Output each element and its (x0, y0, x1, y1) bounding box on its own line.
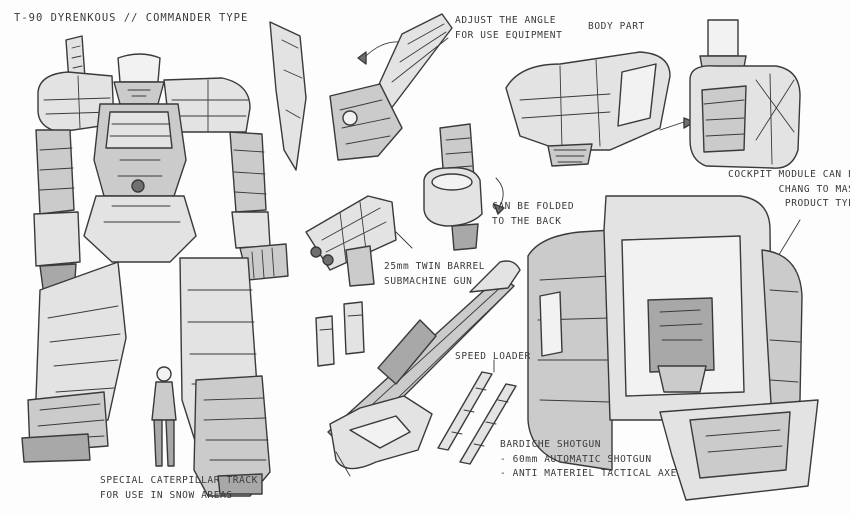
sheet-title: T-90 DYRENKOUS // COMMANDER TYPE (14, 12, 249, 24)
speed-loader-label: SPEED LOADER (455, 351, 531, 362)
folded-note-line-1: CAN BE FOLDED (492, 201, 575, 212)
bardiche-note: BARDICHE SHOTGUN - 60mm AUTOMATIC SHOTGU… (500, 438, 677, 482)
cockpit-note-line-1: COCKPIT MODULE CAN BE (728, 169, 850, 180)
magazines (315, 301, 365, 367)
folded-note: CAN BE FOLDED TO THE BACK (492, 200, 574, 229)
body-part-label: BODY PART (588, 21, 645, 32)
adjust-angle-note: ADJUST THE ANGLE FOR USE EQUIPMENT (455, 14, 562, 43)
twin-barrel-smg (305, 195, 413, 287)
folding-arm-part (423, 123, 505, 251)
bardiche-line-2: - 60mm AUTOMATIC SHOTGUN (500, 453, 652, 465)
cockpit-note-line-2: CHANG TO MASS (778, 183, 850, 195)
body-part-shell (505, 51, 695, 167)
cockpit-note-line-3: PRODUCT TYPE (784, 198, 850, 210)
cockpit-module-note: COCKPIT MODULE CAN BE CHANG TO MASS PROD… (728, 168, 850, 212)
bardiche-line-1: BARDICHE SHOTGUN (500, 439, 602, 450)
cockpit-pod-open (527, 195, 819, 501)
bardiche-line-3: - ANTI MATERIEL TACTICAL AXE (500, 468, 677, 480)
mech-main-figure (21, 21, 307, 497)
speed-loaders (437, 359, 517, 465)
shoulder-weapon-mount (329, 13, 453, 161)
twin-barrel-note: 25mm TWIN BARREL SUBMACHINE GUN (384, 260, 485, 289)
folded-note-line-2: TO THE BACK (492, 215, 562, 227)
bardiche-shotgun (327, 260, 521, 477)
adjust-angle-line-2: FOR USE EQUIPMENT (455, 29, 563, 41)
caterpillar-line-2: FOR USE IN SNOW AREAS (100, 489, 233, 501)
adjust-angle-line-1: ADJUST THE ANGLE (455, 15, 557, 26)
twin-barrel-line-1: 25mm TWIN BARREL (384, 261, 486, 272)
twin-barrel-line-2: SUBMACHINE GUN (384, 275, 473, 287)
caterpillar-line-1: SPECIAL CATERPILLAR TRACK (100, 475, 258, 486)
cockpit-module-closed (689, 19, 801, 259)
caterpillar-note: SPECIAL CATERPILLAR TRACK FOR USE IN SNO… (100, 474, 258, 503)
